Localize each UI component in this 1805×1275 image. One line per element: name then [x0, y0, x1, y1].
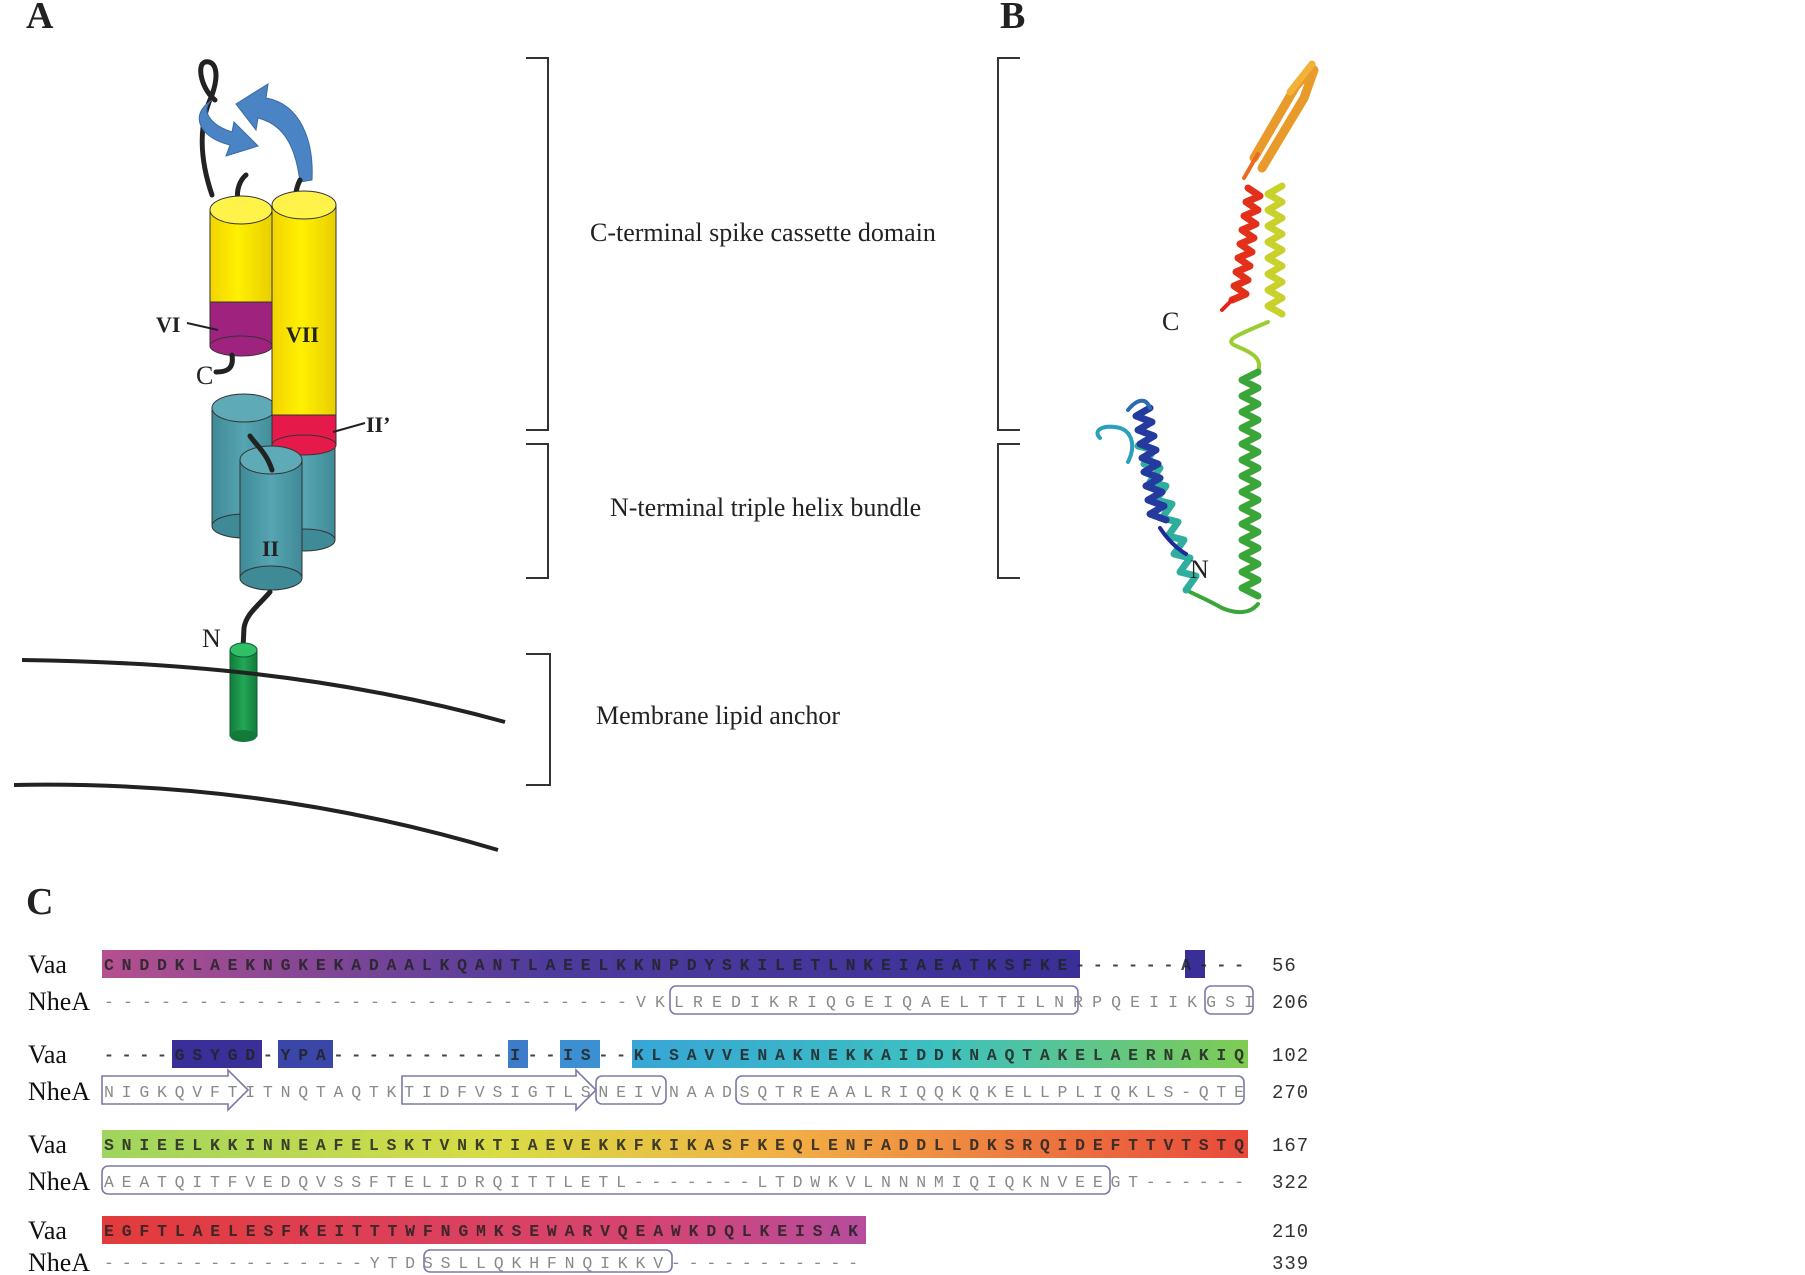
ribbon-loop-cyan — [1095, 424, 1135, 464]
nhea-name-4: NheA — [28, 1248, 90, 1275]
nhea-sequence-4: ---------------YTDSSLLQKHFNQIKKV--------… — [104, 1254, 858, 1273]
label-bundle-domain: N-terminal triple helix bundle — [610, 493, 921, 522]
vi-leader — [186, 322, 219, 331]
ribbon-helix-yellow — [1264, 182, 1286, 318]
nhea-name-3: NheA — [28, 1167, 90, 1196]
top-loop-line — [198, 59, 219, 198]
membrane-inner — [13, 782, 499, 852]
vaa-end-1: 56 — [1272, 955, 1297, 977]
beta-strand-left — [198, 99, 259, 157]
vaa-sequence-3: SNIEELKKINNEAFELSKTVNKTIAEVEKKFKIKASFKEQ… — [104, 1136, 1244, 1155]
vaa-sequence-1: CNDDKLAEKNGKEKADAALKQANTLAEELKKNPDYSKILE… — [104, 956, 1244, 975]
nhea-end-2: 270 — [1272, 1082, 1309, 1104]
ribbon-hairpin — [1249, 63, 1319, 173]
bundle-connector — [247, 433, 275, 473]
ribbon-loop-red — [1242, 152, 1260, 180]
nhea-sequence-2: NIGKQVFTITNQTAQTKTIDFVSIGTLSNEIVNAADSQTR… — [104, 1083, 1244, 1102]
alignment-block-2: Vaa ----GSYGD-YPA----------I--IS--KLSAVV… — [28, 1040, 1309, 1112]
vaa-end-3: 167 — [1272, 1135, 1309, 1157]
lipid-anchor — [229, 642, 258, 742]
helix-ii — [239, 445, 303, 591]
nhea-name-2: NheA — [28, 1077, 90, 1106]
vaa-name-1: Vaa — [28, 950, 67, 979]
label-ii-prime: II’ — [366, 412, 390, 437]
ribbon-n-tail — [1158, 526, 1188, 556]
c-terminal-tail — [213, 352, 235, 375]
label-anchor-domain: Membrane lipid anchor — [596, 701, 840, 730]
ii-prime-leader — [332, 422, 366, 433]
ribbon-helix-blue — [1132, 404, 1170, 524]
alignment-block-1: Vaa CNDDKLAEKNGKEKADAALKQANTLAEELKKNPDYS… — [28, 950, 1309, 1016]
panel-a-schematic — [13, 59, 506, 852]
ribbon-c-tail — [1220, 298, 1234, 312]
vaa-end-4: 210 — [1272, 1221, 1309, 1243]
vaa-sequence-4: EGFTLAELESFKEITTTWFNGMKSEWARVQEAWKDQLKEI… — [104, 1222, 858, 1241]
ribbon-loop-bottom — [1184, 588, 1260, 615]
label-n-terminal-a: N — [202, 624, 221, 653]
vaa-name-2: Vaa — [28, 1040, 67, 1069]
helix-vii — [271, 190, 337, 456]
ribbon-structure — [1095, 60, 1319, 615]
beta-strand-right — [235, 83, 313, 183]
domain-brackets-a — [526, 57, 551, 786]
label-vii: VII — [286, 322, 319, 347]
panel-label-b: B — [1000, 0, 1025, 37]
label-n-terminal-b: N — [1190, 555, 1209, 584]
nhea-end-1: 206 — [1272, 992, 1309, 1014]
ribbon-helix-green — [1238, 368, 1262, 600]
label-ii: II — [262, 536, 279, 561]
alignment: Vaa CNDDKLAEKNGKEKADAALKQANTLAEELKKNPDYS… — [28, 950, 1309, 1275]
label-spike-domain: C-terminal spike cassette domain — [590, 218, 936, 247]
panel-label-a: A — [26, 0, 54, 37]
ribbon-hairpin-top — [1286, 60, 1316, 96]
ribbon-loop-mid — [1229, 320, 1270, 374]
nhea-name-1: NheA — [28, 987, 90, 1016]
vaa-name-3: Vaa — [28, 1130, 67, 1159]
vaa-name-4: Vaa — [28, 1216, 67, 1245]
n-terminal-linker — [240, 589, 273, 651]
nhea-sequence-1: ----------------------------VKLREDIKRIQG… — [104, 993, 1254, 1012]
vaa-end-2: 102 — [1272, 1045, 1309, 1067]
label-vi: VI — [156, 312, 180, 337]
alignment-block-4: Vaa EGFTLAELESFKEITTTWFNGMKSEWARVQEAWKDQ… — [28, 1216, 1309, 1275]
vaa-sequence-2: ----GSYGD-YPA----------I--IS--KLSAVVENAK… — [104, 1046, 1244, 1065]
nhea-sequence-3: AEATQITFVEDQVSSFTELIDRQITTLETL-------LTD… — [104, 1173, 1244, 1192]
nhea-end-3: 322 — [1272, 1172, 1309, 1194]
panel-label-c: C — [26, 881, 53, 923]
alignment-block-3: Vaa SNIEELKKINNEAFELSKTVNKTIAEVEKKFKIKAS… — [28, 1130, 1309, 1196]
ribbon-helix-red — [1228, 184, 1264, 304]
nhea-end-4: 339 — [1272, 1253, 1309, 1275]
membrane-outer — [21, 658, 506, 724]
ribbon-loop-blue — [1126, 398, 1152, 412]
label-c-terminal-a: C — [196, 361, 213, 390]
domain-brackets-b — [997, 57, 1020, 579]
label-c-terminal-b: C — [1162, 307, 1179, 336]
helix-vi — [209, 195, 273, 357]
